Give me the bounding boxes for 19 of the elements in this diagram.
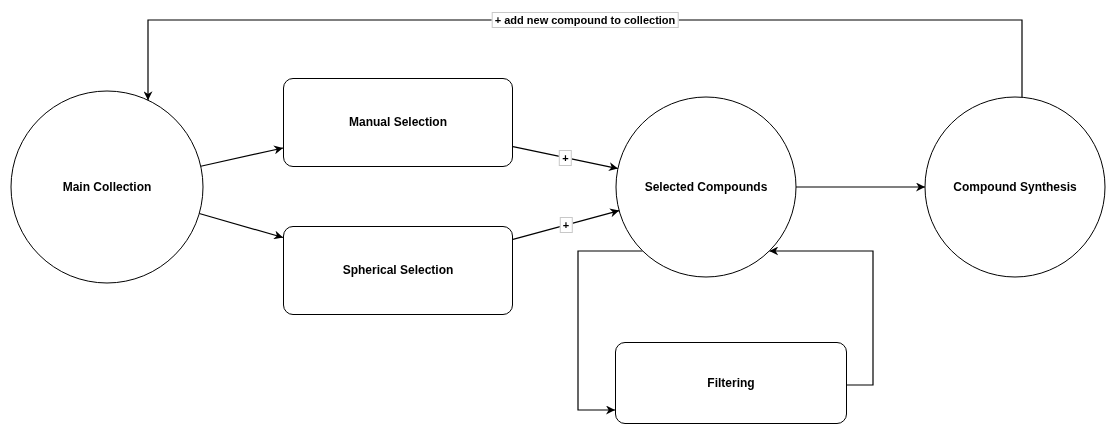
process-box xyxy=(283,226,513,315)
arrow xyxy=(198,212,284,240)
arrow xyxy=(200,145,284,167)
process-box xyxy=(283,78,513,167)
arrow xyxy=(768,246,874,386)
edge-label: + add new compound to collection xyxy=(491,12,679,28)
node-label: Filtering xyxy=(707,375,755,391)
node-label: Spherical Selection xyxy=(342,263,454,278)
node-label: Main Collection xyxy=(62,179,152,195)
edge-label: + xyxy=(559,149,572,166)
process-box xyxy=(615,342,847,424)
edge-label: + xyxy=(559,216,573,233)
node-label: Selected Compounds xyxy=(644,179,768,195)
arrow xyxy=(512,208,620,240)
arrow xyxy=(512,146,619,172)
arrow xyxy=(577,250,644,415)
node-label: Compound Synthesis xyxy=(953,179,1077,195)
node-label: Manual Selection xyxy=(349,115,447,130)
arrow xyxy=(795,182,926,192)
